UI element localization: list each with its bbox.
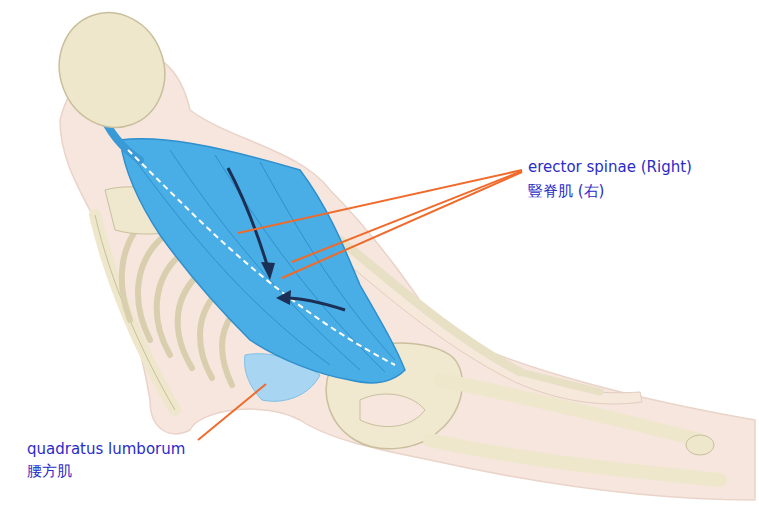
leg-bone <box>430 440 720 480</box>
forearm-bone <box>520 372 600 392</box>
anatomy-label: erector spinae (Right) <box>528 158 692 176</box>
leg-bone <box>440 380 700 440</box>
anatomy-label: 腰方肌 <box>27 462 72 480</box>
near-arm-outline <box>95 215 175 410</box>
spine-line <box>128 150 395 365</box>
pelvis-opening <box>360 394 425 427</box>
skull <box>43 0 180 142</box>
anatomy-label: quadratus lumborum <box>27 440 185 458</box>
erector-spinae-muscle <box>120 139 405 383</box>
anatomy-label: 豎脊肌 (右) <box>528 182 604 200</box>
body-silhouette <box>60 51 755 500</box>
muscle-fibres <box>135 150 395 372</box>
knee-bone <box>686 435 714 455</box>
leader-line <box>198 170 522 440</box>
near-arm-bone <box>95 215 175 410</box>
arrow-head <box>261 262 275 280</box>
force-arrow <box>228 168 345 310</box>
arrow-head <box>276 290 291 305</box>
